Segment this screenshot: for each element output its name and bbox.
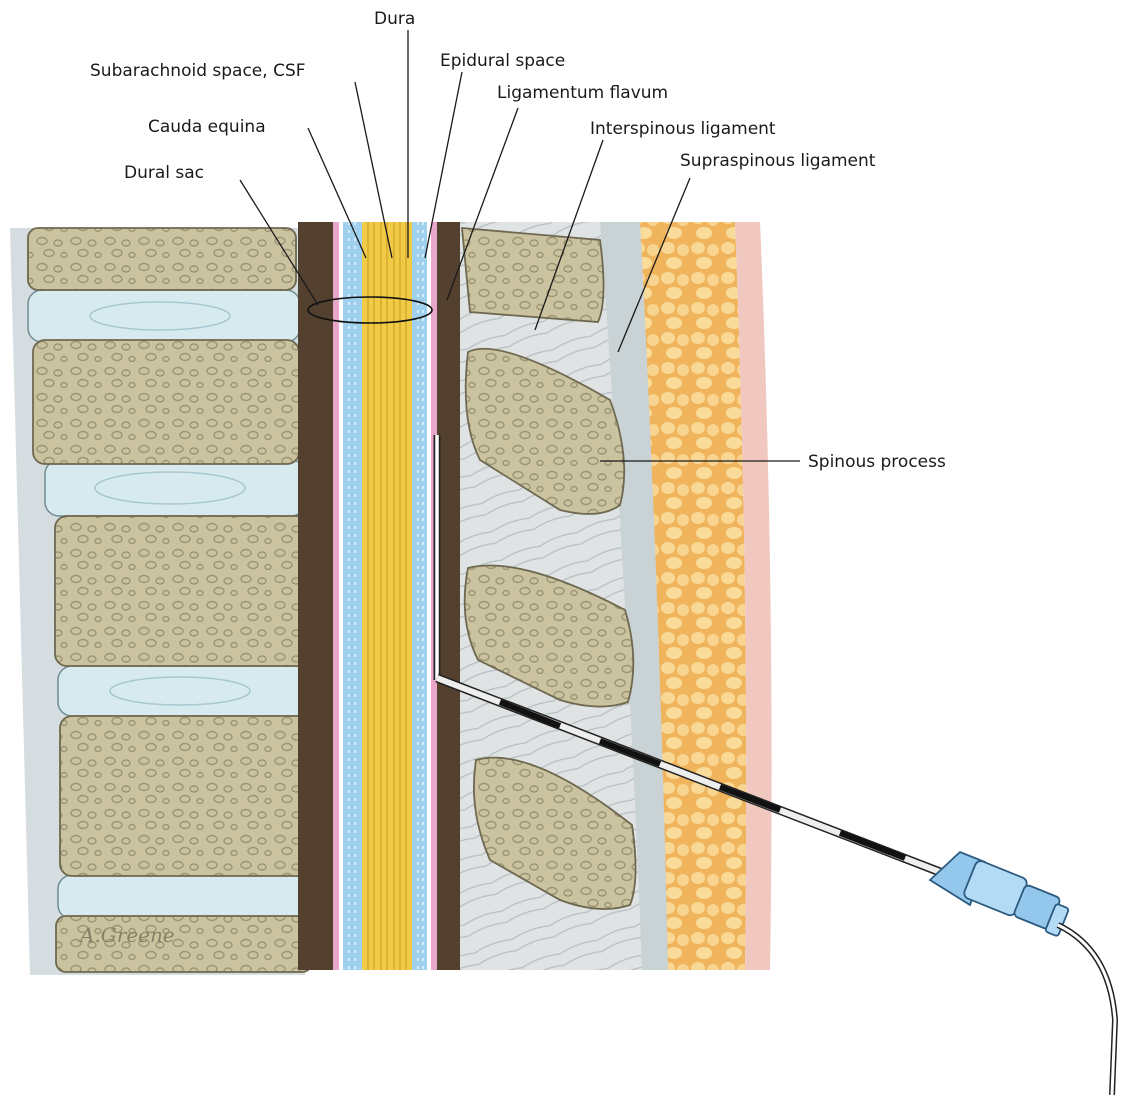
- label-dura: Dura: [374, 9, 415, 29]
- label-dural-sac: Dural sac: [124, 163, 204, 183]
- label-cauda-equina: Cauda equina: [148, 117, 266, 137]
- label-subarachnoid-space: Subarachnoid space, CSF: [90, 61, 306, 81]
- label-interspinous-ligament: Interspinous ligament: [590, 119, 776, 139]
- catheter-tail: [1058, 925, 1115, 1095]
- artist-signature: A.Greene: [78, 923, 175, 947]
- label-epidural-space: Epidural space: [440, 51, 565, 71]
- catheter-hub: [930, 852, 1069, 937]
- label-ligamentum-flavum: Ligamentum flavum: [497, 83, 668, 103]
- label-spinous-process: Spinous process: [808, 452, 946, 472]
- label-supraspinous-ligament: Supraspinous ligament: [680, 151, 876, 171]
- vertebral-bodies: [28, 228, 312, 972]
